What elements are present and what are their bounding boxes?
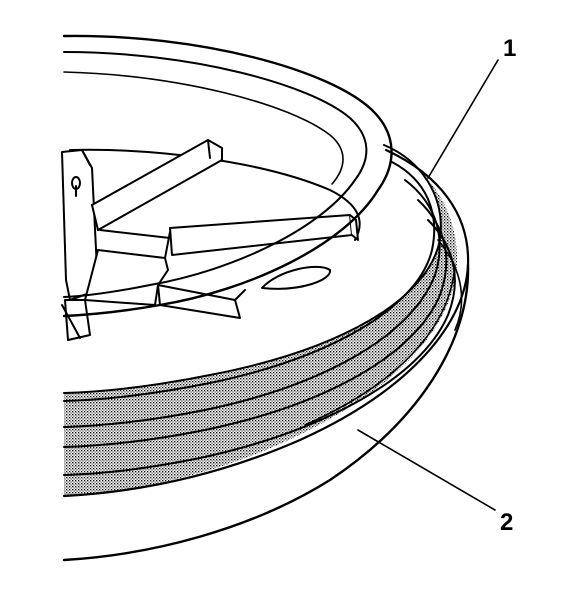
wheel-spokes: [61, 139, 359, 341]
leader-lines: [357, 59, 499, 511]
callout-2: 2: [500, 509, 513, 536]
callout-1: 1: [503, 35, 516, 62]
sealing-ring: [63, 144, 463, 495]
tire-bead-ring: [62, 148, 470, 562]
rim-flange: [62, 34, 393, 318]
leader-line-1: [427, 59, 499, 179]
wheel-interior: [69, 148, 361, 241]
leader-line-2: [357, 429, 496, 511]
